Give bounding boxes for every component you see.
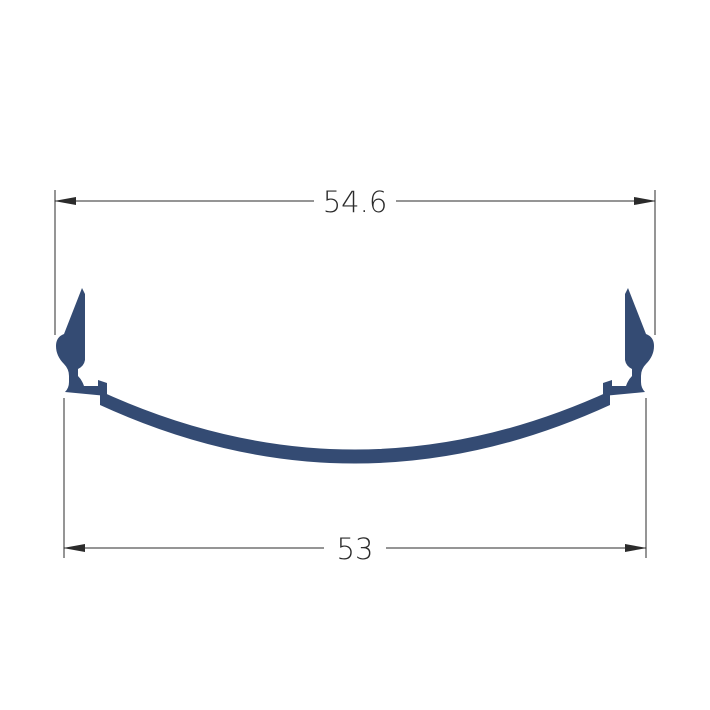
- curved-diffuser: [100, 391, 610, 464]
- bottom-dimension-label: 53: [337, 532, 374, 566]
- extrusion-profile: [56, 288, 654, 464]
- top-dimension: 54.6: [54, 185, 656, 335]
- bottom-dimension: 53: [63, 398, 647, 566]
- left-clip: [56, 288, 107, 396]
- right-clip: [603, 288, 654, 396]
- top-dimension-label: 54.6: [323, 185, 388, 219]
